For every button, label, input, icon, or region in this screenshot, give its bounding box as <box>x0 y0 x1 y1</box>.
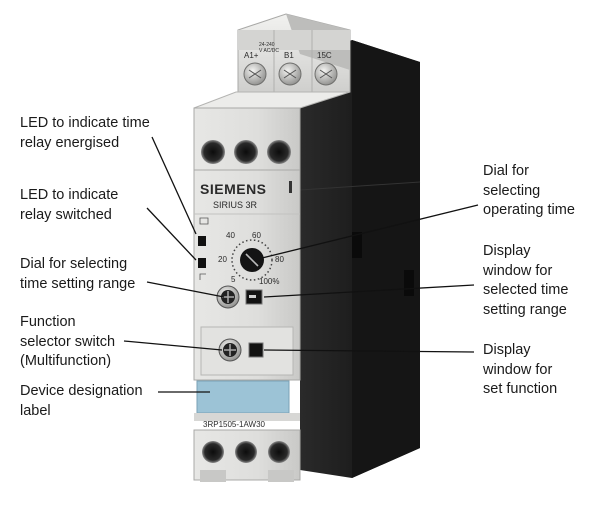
order-plate <box>194 413 300 421</box>
label-led-energised: LED to indicate time relay energised <box>20 115 150 151</box>
terminal-b1-label: B1 <box>284 51 294 60</box>
terminal-15c-label: 15C <box>317 51 332 60</box>
leader-dial-range <box>146 281 225 298</box>
led-energised <box>198 217 209 246</box>
function-selector-screw <box>218 338 242 362</box>
dial-tick-60: 60 <box>252 231 261 240</box>
dial-tick-80: 80 <box>275 255 284 264</box>
leader-window-range <box>263 284 475 298</box>
label-dial-time: Dial for selecting operating time <box>483 163 575 218</box>
label-window-range: Display window for selected time setting… <box>483 243 569 318</box>
label-function-switch: Function selector switch (Multifunction) <box>20 314 116 369</box>
side-panel <box>299 40 421 478</box>
series-text: SIRIUS 3R <box>213 200 258 210</box>
label-dial-range: Dial for selecting time setting range <box>20 256 136 292</box>
leader-led-energised <box>151 136 197 235</box>
brand-logo: SIEMENS <box>200 181 267 197</box>
bottom-terminal-block <box>193 429 301 482</box>
function-display-window <box>248 342 264 358</box>
range-selector-screw <box>216 285 240 309</box>
label-designation: Device designation label <box>20 383 143 419</box>
top-screw-1 <box>243 62 267 86</box>
callout-lines <box>123 136 479 393</box>
front-face <box>193 169 301 381</box>
top-screw-2 <box>278 62 302 86</box>
dial-tick-100: 100% <box>259 277 279 286</box>
leader-dial-time <box>261 204 479 259</box>
leader-led-switched <box>146 207 197 261</box>
label-led-switched: LED to indicate relay switched <box>20 187 119 223</box>
dial-tick-5: 5 <box>231 275 236 284</box>
leader-window-function <box>263 349 475 353</box>
leader-function-switch <box>123 340 223 351</box>
range-window-mark <box>249 295 256 298</box>
designation-label-strip <box>196 380 290 414</box>
top-screw-3 <box>314 62 338 86</box>
front-mark <box>289 181 292 193</box>
label-window-function: Display window for set function <box>483 342 558 397</box>
time-dial <box>231 239 273 281</box>
upper-housing <box>193 91 351 171</box>
order-number: 3RP1505-1AW30 <box>203 420 266 429</box>
terminal-a1-label: A1+ <box>244 51 259 60</box>
dial-tick-20: 20 <box>218 255 227 264</box>
dial-tick-40: 40 <box>226 231 235 240</box>
led-switched <box>198 258 206 280</box>
